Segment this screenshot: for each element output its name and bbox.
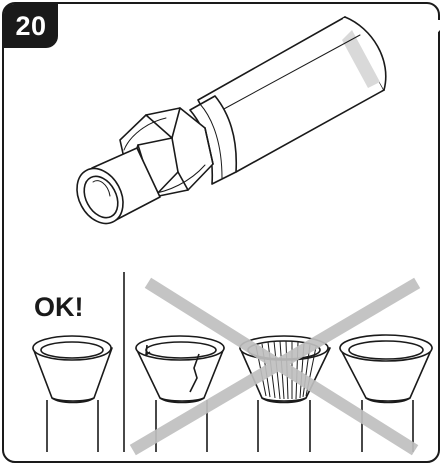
step-number: 20 — [15, 10, 47, 41]
cross-mark-icon — [129, 277, 421, 456]
ok-label: OK! — [34, 292, 84, 322]
cracked-flare-icon — [135, 335, 225, 452]
flared-pipe-with-nut-icon — [76, 16, 440, 225]
correct-flare-icon — [32, 335, 113, 452]
step-number-badge: 20 — [4, 4, 58, 48]
